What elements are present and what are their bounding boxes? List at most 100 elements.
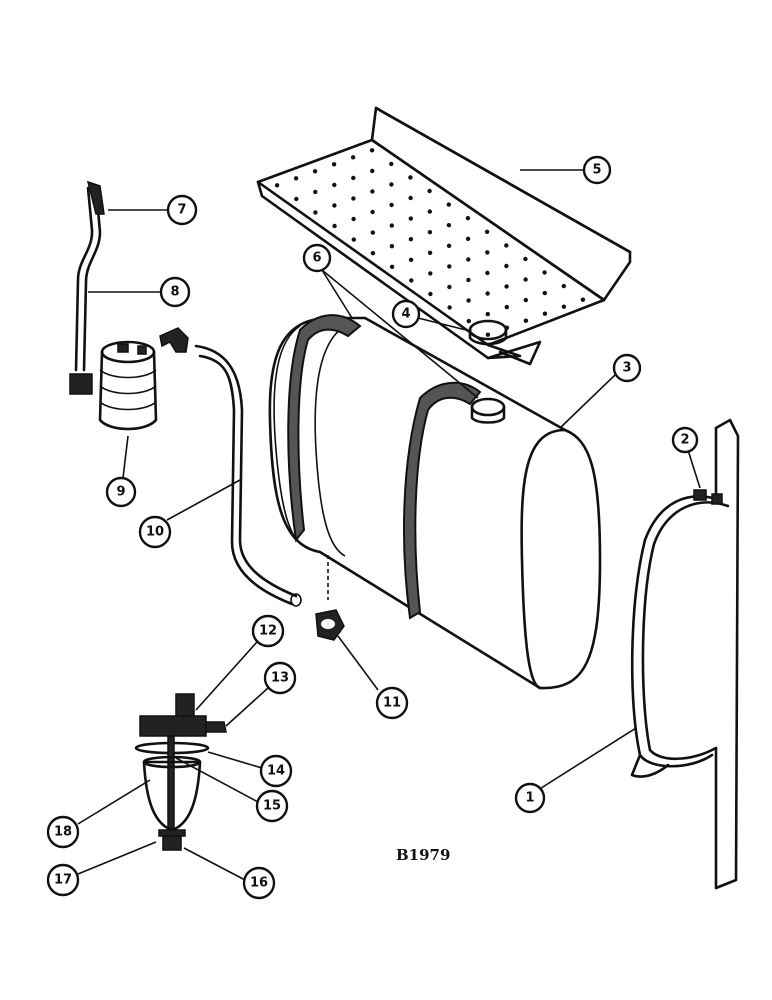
perforation-dot xyxy=(485,250,490,255)
svg-text:15: 15 xyxy=(263,799,281,814)
callout-14: 14 xyxy=(259,754,293,788)
perforation-dot xyxy=(523,318,529,323)
perforation-dot xyxy=(561,304,567,309)
part-12-bowl-head xyxy=(139,715,207,737)
perforation-dot xyxy=(408,216,413,221)
perforation-dot xyxy=(484,229,490,234)
perforation-dot xyxy=(389,244,395,249)
perforation-dot xyxy=(446,243,452,248)
perforation-dot xyxy=(427,250,433,255)
perforation-dot xyxy=(293,176,299,181)
callout-7: 7 xyxy=(166,194,198,226)
part-11-drain-valve xyxy=(315,609,345,641)
svg-text:16: 16 xyxy=(250,876,268,891)
perforation-dot xyxy=(370,168,375,174)
callout-8: 8 xyxy=(159,276,191,308)
perforation-dot xyxy=(447,264,452,269)
perforation-dot xyxy=(408,237,414,242)
callout-6: 6 xyxy=(302,243,332,273)
svg-text:1: 1 xyxy=(525,791,534,806)
perforation-dot xyxy=(351,237,356,242)
perforation-dot xyxy=(408,195,413,201)
perforation-dot xyxy=(274,183,280,188)
perforation-dot xyxy=(485,311,490,317)
perforation-dot xyxy=(428,291,433,297)
svg-text:3: 3 xyxy=(622,361,631,376)
part-1-tank-strap xyxy=(630,418,740,890)
perforation-dot xyxy=(370,230,375,235)
callout-16: 16 xyxy=(242,866,276,900)
callout-12: 12 xyxy=(251,614,285,648)
perforation-dot xyxy=(408,175,413,180)
sediment-bowl-assembly xyxy=(134,693,227,851)
callout-1: 1 xyxy=(514,782,546,814)
part-7-line-fitting xyxy=(69,180,105,395)
callout-10: 10 xyxy=(138,515,172,549)
perforation-dot xyxy=(561,283,566,289)
perforation-dot xyxy=(504,243,509,248)
perforation-dot xyxy=(331,162,337,167)
perforation-dot xyxy=(523,256,528,262)
callout-5: 5 xyxy=(582,155,612,185)
callout-11: 11 xyxy=(375,686,409,720)
perforation-dot xyxy=(466,318,471,324)
part-13-shutoff-handle xyxy=(205,721,227,733)
perforation-dot xyxy=(408,257,414,262)
perforation-dot xyxy=(370,189,375,194)
perforation-dot xyxy=(542,270,547,275)
svg-text:5: 5 xyxy=(592,163,601,178)
svg-text:7: 7 xyxy=(177,203,186,218)
part-9-filter-assembly xyxy=(98,340,158,431)
perforation-dot xyxy=(427,230,433,235)
perforation-dot xyxy=(389,223,394,228)
perforation-dot xyxy=(332,182,337,188)
perforation-dot xyxy=(351,175,356,181)
svg-text:2: 2 xyxy=(680,433,689,448)
perforation-dot xyxy=(447,284,452,290)
perforation-dot xyxy=(580,297,586,302)
callout-4: 4 xyxy=(391,299,421,329)
svg-text:13: 13 xyxy=(271,671,289,686)
perforation-dot xyxy=(485,332,491,337)
perforation-dot xyxy=(466,257,471,262)
svg-text:9: 9 xyxy=(116,485,125,500)
perforation-dot xyxy=(446,202,451,207)
svg-text:12: 12 xyxy=(259,624,277,639)
callout-3: 3 xyxy=(612,353,642,383)
perforation-dot xyxy=(313,210,318,215)
elbow-fitting xyxy=(159,327,189,353)
perforation-dot xyxy=(427,209,432,214)
svg-text:11: 11 xyxy=(383,696,401,711)
perforation-dot xyxy=(446,223,452,228)
perforation-dots xyxy=(274,148,586,337)
part-3-fuel-tank xyxy=(268,314,602,690)
svg-text:8: 8 xyxy=(170,285,179,300)
part-17-washer xyxy=(158,829,186,837)
part-15-bail-rod xyxy=(167,735,175,837)
callout-15: 15 xyxy=(255,789,289,823)
perforation-dot xyxy=(369,148,375,153)
perforation-dot xyxy=(370,251,376,256)
perforation-dot xyxy=(523,277,528,282)
part-5-step-plate xyxy=(256,106,632,366)
perforation-dot xyxy=(447,305,452,310)
perforation-dot xyxy=(332,203,337,208)
svg-text:18: 18 xyxy=(54,825,72,840)
perforation-dot xyxy=(504,263,509,269)
part-10-fuel-pipe xyxy=(194,344,302,607)
perforation-dot xyxy=(465,216,471,221)
perforation-dot xyxy=(485,270,490,276)
figure-code: B1979 xyxy=(396,846,450,864)
perforation-dot xyxy=(523,297,528,303)
perforation-dot xyxy=(466,277,471,283)
callout-17: 17 xyxy=(46,863,80,897)
svg-text:4: 4 xyxy=(401,307,410,322)
perforation-dot xyxy=(542,290,547,296)
part-2-strap-bolt xyxy=(693,489,723,505)
perforation-dot xyxy=(389,264,395,269)
perforation-dot xyxy=(351,196,356,201)
svg-text:6: 6 xyxy=(312,251,321,266)
perforation-dot xyxy=(332,223,337,229)
svg-text:14: 14 xyxy=(267,764,285,779)
